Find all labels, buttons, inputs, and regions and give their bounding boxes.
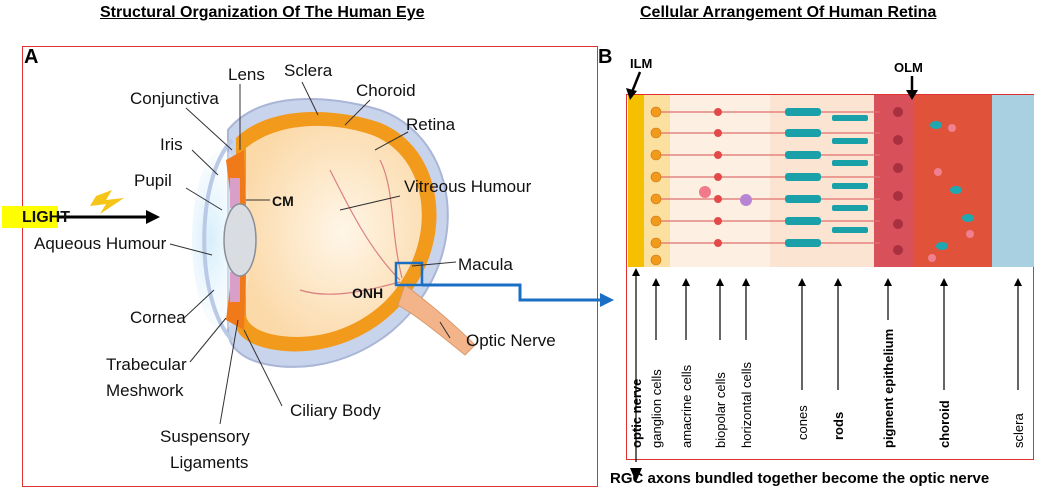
sclera-label: Sclera	[284, 61, 333, 80]
layer-label-rods: rods	[831, 412, 846, 440]
layer-label-horizontal: horizontal cells	[739, 362, 754, 448]
panel-a-label: A	[24, 46, 39, 68]
macula-label: Macula	[458, 255, 513, 274]
light-label: LIGHT	[22, 209, 70, 226]
eye-diagram-title: Structural Organization Of The Human Eye	[100, 4, 425, 21]
layer-label-pigment: pigment epithelium	[881, 329, 896, 448]
ciliary-upper	[230, 178, 240, 208]
panel-b-label: B	[598, 46, 613, 68]
aqueous-label: Aqueous Humour	[34, 234, 167, 253]
olm-label: OLM	[894, 60, 923, 75]
onh-highlight-box	[394, 261, 424, 287]
cell-rows	[650, 106, 974, 266]
vitreous-label: Vitreous Humour	[404, 177, 532, 196]
layer-label-bipolar: biopolar cells	[713, 372, 728, 448]
suspensory-label-2: Ligaments	[170, 453, 248, 472]
layer-label-sclera: sclera	[1011, 413, 1026, 448]
layer-label-ganglion: ganglion cells	[649, 369, 664, 448]
cm-label: CM	[272, 193, 294, 209]
vitreous-body	[246, 125, 422, 337]
light-label-bg	[2, 206, 58, 228]
suspensory-label-1: Suspensory	[160, 427, 250, 446]
pupil-label: Pupil	[134, 171, 172, 190]
eye-panel-frame	[22, 46, 598, 487]
pigment-band	[874, 95, 914, 267]
zoom-connector-arrow	[422, 283, 600, 302]
layer-label-amacrine: amacrine cells	[679, 364, 694, 448]
choroid-label: Choroid	[356, 81, 416, 100]
ciliary-lower	[230, 272, 240, 302]
choroid-band	[914, 95, 992, 267]
inner-band	[670, 95, 770, 267]
onh-label: ONH	[352, 285, 383, 301]
layer-label-optic-nerve: optic nerve	[629, 379, 644, 448]
cornea-label: Cornea	[130, 308, 186, 327]
ilm-label: ILM	[630, 56, 652, 71]
retina-panel-frame	[626, 94, 1034, 460]
retina-caption: RGC axons bundled together become the op…	[610, 470, 990, 487]
sclera-band	[992, 95, 1034, 267]
trabecular-label-2: Meshwork	[106, 381, 184, 400]
trabecular-label-1: Trabecular	[106, 355, 187, 374]
nerve-fiber-band	[628, 95, 644, 267]
lightning-icon	[90, 190, 124, 214]
cornea-arc	[202, 138, 234, 342]
lens-label: Lens	[228, 65, 265, 84]
ciliary-label: Ciliary Body	[290, 401, 381, 420]
iris-label: Iris	[160, 135, 183, 154]
conjunctiva-label: Conjunctiva	[130, 89, 219, 108]
retina-diagram-title: Cellular Arrangement Of Human Retina	[640, 4, 937, 21]
layer-label-cones: cones	[795, 405, 810, 440]
optic-nerve-label: Optic Nerve	[466, 331, 556, 350]
layer-label-choroid: choroid	[937, 400, 952, 448]
photoreceptor-band	[770, 95, 874, 267]
retina-label: Retina	[406, 115, 456, 134]
lens	[223, 203, 257, 277]
optic-nerve-shape	[397, 284, 476, 356]
